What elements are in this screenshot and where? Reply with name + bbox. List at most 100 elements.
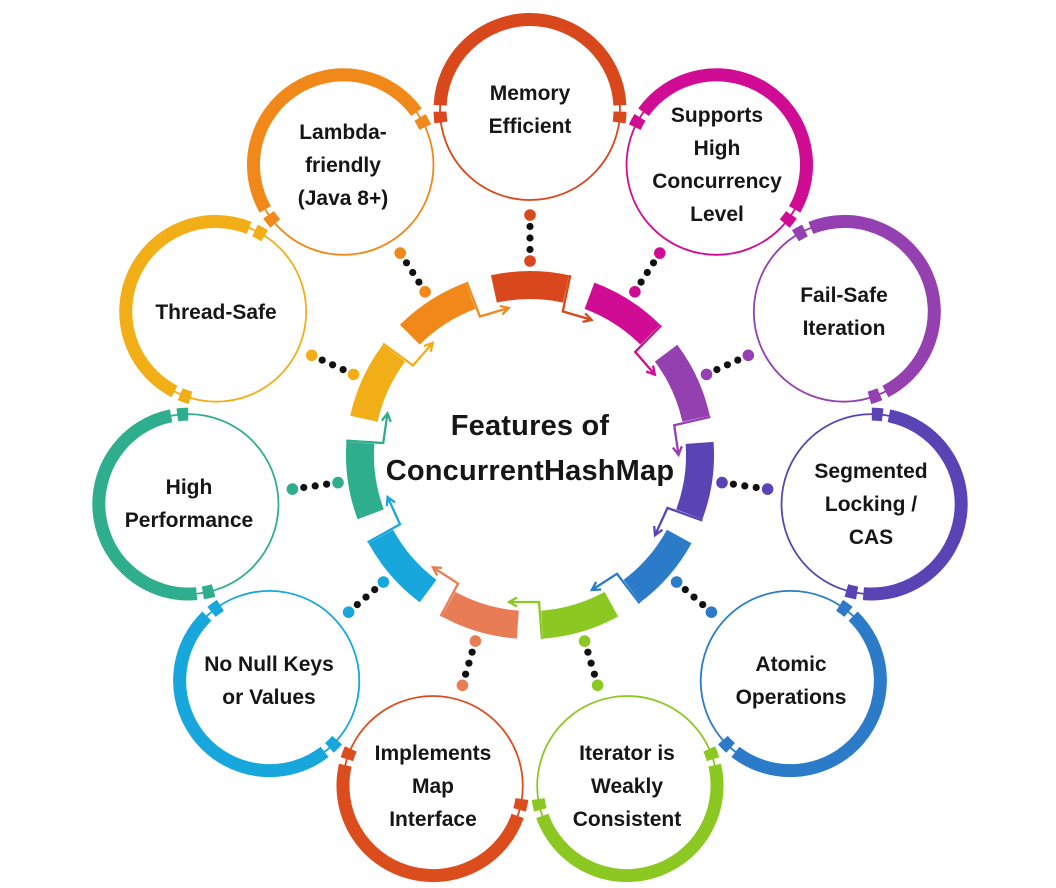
satellite-arc-high-performance — [92, 409, 198, 601]
connector-dot — [681, 586, 689, 594]
satellite-label-lambda-friendly: Lambda-friendly(Java 8+) — [255, 87, 431, 243]
connector-dot — [524, 255, 536, 267]
connector-dot — [716, 476, 728, 489]
satellite-label-line: Iteration — [802, 317, 886, 340]
satellite-arc-implements-map-interface — [513, 798, 529, 812]
connector-dot — [305, 349, 318, 362]
connector-dot — [353, 601, 361, 609]
connector-dot — [347, 368, 360, 381]
connector-dot — [752, 483, 760, 492]
ring-arrow-icon — [346, 410, 392, 445]
connector-dot — [415, 278, 423, 286]
center-title-line2: ConcurrentHashMap — [385, 455, 675, 487]
connector-dot — [311, 482, 319, 490]
satellite-label-line: CAS — [848, 525, 894, 549]
satellite-arc-fail-safe-iteration — [867, 388, 883, 405]
connector-dot — [377, 576, 390, 588]
ring-segment-high-performance — [345, 441, 384, 520]
connector-dot — [526, 222, 534, 231]
connector-dot — [323, 480, 331, 488]
satellite-arc-weakly-consistent-iterator — [536, 763, 724, 883]
satellite-label-line: No Null Keys — [204, 653, 334, 676]
ring-segment-fail-safe-iteration — [654, 344, 710, 423]
connector-dot — [394, 247, 407, 259]
satellite-arc-fail-safe-iteration — [808, 214, 941, 398]
ring-segment-atomic-operations — [623, 529, 692, 603]
connector-dot — [700, 368, 713, 381]
satellite-arc-segmented-locking-cas — [871, 407, 884, 422]
connector-dot — [591, 679, 604, 692]
connector-dot — [629, 286, 641, 298]
connector-dot — [587, 659, 595, 667]
satellite-arc-memory-efficient — [612, 111, 627, 124]
connector-dot — [699, 601, 707, 609]
satellite-label-line: High — [693, 137, 741, 160]
ring-arrow-icon — [430, 566, 460, 617]
connector-dot — [761, 483, 774, 495]
ring-segment-high-concurrency-level — [584, 282, 661, 345]
satellite-arc-atomic-operations — [836, 599, 853, 617]
connector-dot — [723, 361, 732, 369]
satellite-arc-weakly-consistent-iterator — [703, 746, 720, 762]
connector-dot — [729, 480, 738, 488]
satellite-label-line: Implements — [374, 741, 492, 765]
connector-dot — [590, 670, 599, 678]
satellite-arc-segmented-locking-cas — [844, 584, 859, 600]
connector-dot — [742, 349, 755, 362]
connector-dot — [409, 268, 417, 277]
satellite-arc-no-null-keys-or-values — [324, 735, 342, 753]
satellite-label-no-null-keys-or-values: No Null Keys or Values — [181, 603, 357, 759]
satellite-label-line: Thread-Safe — [155, 300, 277, 324]
satellite-arc-fail-safe-iteration — [791, 224, 808, 242]
ring-segment-lambda-friendly — [399, 282, 476, 345]
connector-dot — [318, 356, 326, 364]
satellite-label-line: Atomic — [755, 653, 827, 676]
center-title: Features of ConcurrentHashMap — [310, 404, 750, 494]
connector-dot — [342, 606, 355, 618]
satellite-label-line: Operations — [735, 686, 847, 709]
connector-dot — [329, 361, 337, 369]
center-title-line1: Features of — [450, 410, 610, 442]
connector-dot — [526, 245, 534, 254]
connector-dot — [456, 679, 469, 692]
satellite-arc-high-concurrency-level — [628, 113, 646, 130]
satellite-arc-high-performance — [176, 407, 189, 422]
satellite-label-line: friendly — [305, 153, 381, 177]
satellite-label-line: Map — [412, 774, 454, 798]
connector-dot — [465, 659, 473, 667]
satellite-arc-high-concurrency-level — [779, 211, 797, 228]
ring-segment-thread-safe — [350, 344, 406, 423]
satellite-label-line: or Values — [222, 686, 316, 709]
satellite-arc-thread-safe — [252, 224, 269, 242]
connector-dot — [362, 593, 370, 601]
satellite-arc-thread-safe — [119, 214, 252, 398]
ring-arrow-icon — [653, 506, 703, 538]
connector-dot — [524, 209, 536, 221]
satellite-arc-memory-efficient — [433, 111, 448, 124]
satellite-label-line: Memory — [489, 82, 571, 105]
connector-dot — [462, 670, 470, 678]
connector-dot — [705, 606, 718, 618]
connector-dot — [371, 586, 379, 594]
satellite-label-line: Locking / — [824, 492, 918, 516]
connector-dot — [649, 259, 658, 267]
connector-dot — [419, 286, 431, 298]
connector-dot — [578, 635, 591, 647]
satellite-arc-implements-map-interface — [336, 763, 524, 883]
satellite-label-line: Concurrency — [652, 170, 782, 193]
ring-arrow-icon — [633, 324, 663, 377]
satellite-label-line: High — [165, 476, 213, 499]
connector-dot — [654, 247, 666, 259]
satellite-label-line: Interface — [389, 807, 477, 831]
connector-dot — [339, 366, 347, 374]
ring-segment-segmented-locking-cas — [676, 441, 715, 520]
connector-dot — [526, 234, 534, 242]
ring-arrow-icon — [367, 494, 402, 544]
connector-dot — [286, 483, 299, 495]
